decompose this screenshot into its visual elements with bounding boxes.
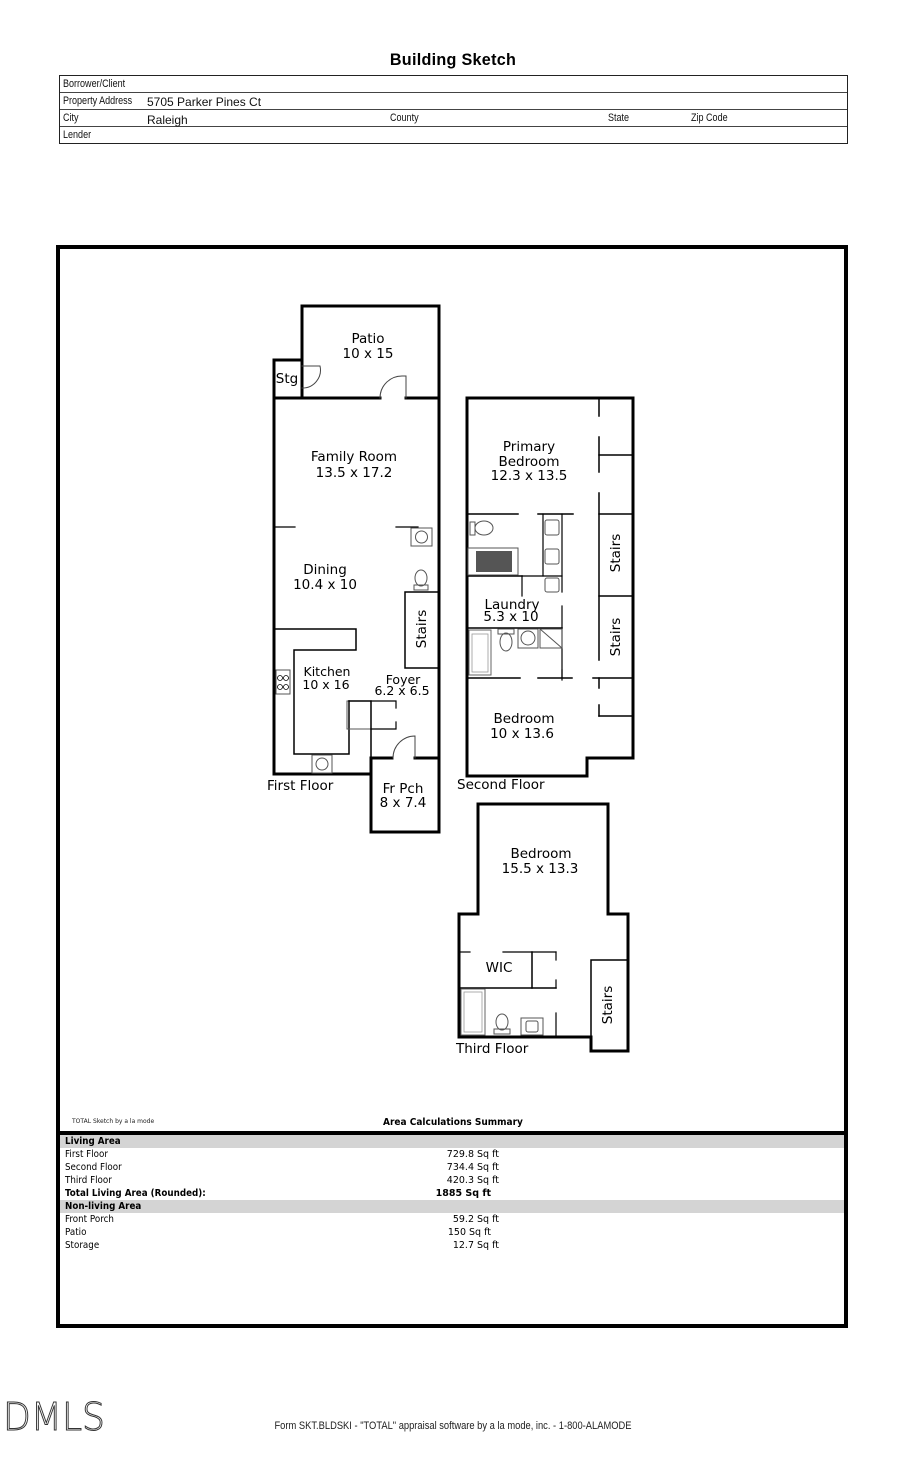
address-value: 5705 Parker Pines Ct: [147, 95, 262, 109]
city-label: City: [63, 112, 79, 124]
stairs-label-first-floor: Stairs: [414, 610, 430, 648]
room-name-primary-bedroom-2: Bedroom: [498, 454, 559, 470]
room-name-dining: Dining: [303, 562, 347, 578]
floor-label-first: First Floor: [267, 778, 334, 794]
room-dims-foyer: 6.2 x 6.5: [374, 683, 429, 698]
stairs-label-second-floor-b: Stairs: [608, 618, 624, 656]
floor-plan-sketch: Patio 10 x 15 Stg Family Room 13.5 x 17.…: [267, 304, 635, 1057]
room-name-wic: WIC: [486, 960, 513, 976]
room-name-foyer: Foyer: [386, 672, 421, 687]
summary-row: Second Floor 734.4 Sq ft: [65, 1162, 499, 1173]
state-label: State: [608, 112, 630, 124]
address-label: Property Address: [63, 95, 133, 107]
summary-row: Third Floor 420.3 Sq ft: [65, 1175, 499, 1186]
summary-row: Front Porch 59.2 Sq ft: [65, 1214, 499, 1225]
summary-value: 420.3 Sq ft: [446, 1175, 499, 1186]
city-row: City Raleigh County State Zip Code: [60, 110, 847, 127]
room-name-patio: Patio: [351, 331, 384, 347]
floor-label-third: Third Floor: [455, 1041, 529, 1057]
area-calculations-table: Living Area First Floor 729.8 Sq ft Seco…: [60, 1135, 844, 1252]
lender-label: Lender: [63, 129, 92, 141]
floor-label-second: Second Floor: [457, 777, 545, 793]
room-name-bedroom-2: Bedroom: [493, 711, 554, 727]
summary-value: 150 Sq ft: [447, 1227, 491, 1238]
summary-row: Patio 150 Sq ft: [65, 1227, 491, 1238]
borrower-label: Borrower/Client: [63, 78, 126, 90]
room-name-family-room: Family Room: [311, 449, 397, 465]
address-row: Property Address 5705 Parker Pines Ct: [60, 93, 847, 110]
form-footer: Form SKT.BLDSKI - "TOTAL" appraisal soft…: [274, 1420, 632, 1432]
summary-row: Storage 12.7 Sq ft: [65, 1240, 499, 1251]
summary-row: First Floor 729.8 Sq ft: [65, 1149, 499, 1160]
room-dims-primary-bedroom: 12.3 x 13.5: [491, 468, 568, 484]
summary-total-row: Total Living Area (Rounded): 1885 Sq ft: [65, 1188, 491, 1199]
room-dims-patio: 10 x 15: [343, 346, 394, 362]
second-floor-plan: [465, 396, 635, 778]
page-title: Building Sketch: [389, 50, 517, 69]
room-dims-front-porch: 8 x 7.4: [380, 795, 427, 811]
sketch-frame: [56, 245, 848, 1328]
summary-total-value: 1885 Sq ft: [435, 1188, 491, 1199]
county-label: County: [390, 112, 419, 124]
mls-watermark-logo: DMLS: [3, 1395, 106, 1440]
third-floor-plan: [457, 802, 630, 1053]
room-name-front-porch: Fr Pch: [383, 781, 424, 797]
summary-value: 12.7 Sq ft: [452, 1240, 499, 1251]
room-name-storage: Stg: [276, 371, 298, 387]
room-name-bedroom-3: Bedroom: [510, 846, 571, 862]
room-dims-bedroom-2: 10 x 13.6: [490, 726, 554, 742]
room-name-laundry: Laundry: [484, 597, 539, 613]
room-name-primary-bedroom-1: Primary: [503, 439, 555, 455]
room-dims-kitchen: 10 x 16: [302, 677, 349, 692]
stairs-label-third-floor: Stairs: [600, 986, 616, 1024]
borrower-row: Borrower/Client: [60, 76, 847, 93]
room-dims-family-room: 13.5 x 17.2: [316, 465, 393, 481]
summary-divider: [56, 1131, 848, 1135]
summary-value: 59.2 Sq ft: [452, 1214, 499, 1225]
first-floor-plan: [272, 304, 441, 834]
zip-label: Zip Code: [691, 112, 728, 124]
summary-value: 734.4 Sq ft: [446, 1162, 499, 1173]
area-summary-title: Area Calculations Summary: [383, 1117, 523, 1128]
summary-section-non-living: Non-living Area: [60, 1200, 844, 1213]
lender-row: Lender: [60, 127, 847, 144]
room-name-kitchen: Kitchen: [304, 664, 351, 679]
property-info-table: Borrower/Client Property Address 5705 Pa…: [59, 75, 848, 144]
room-dims-laundry: 5.3 x 10: [483, 609, 538, 625]
summary-section-living: Living Area: [60, 1135, 844, 1148]
summary-value: 729.8 Sq ft: [446, 1149, 499, 1160]
room-dims-bedroom-3: 15.5 x 13.3: [502, 861, 579, 877]
city-value: Raleigh: [147, 113, 188, 127]
stairs-label-second-floor-a: Stairs: [608, 534, 624, 572]
sketch-credit: TOTAL Sketch by a la mode: [72, 1118, 155, 1125]
room-dims-dining: 10.4 x 10: [293, 577, 357, 593]
